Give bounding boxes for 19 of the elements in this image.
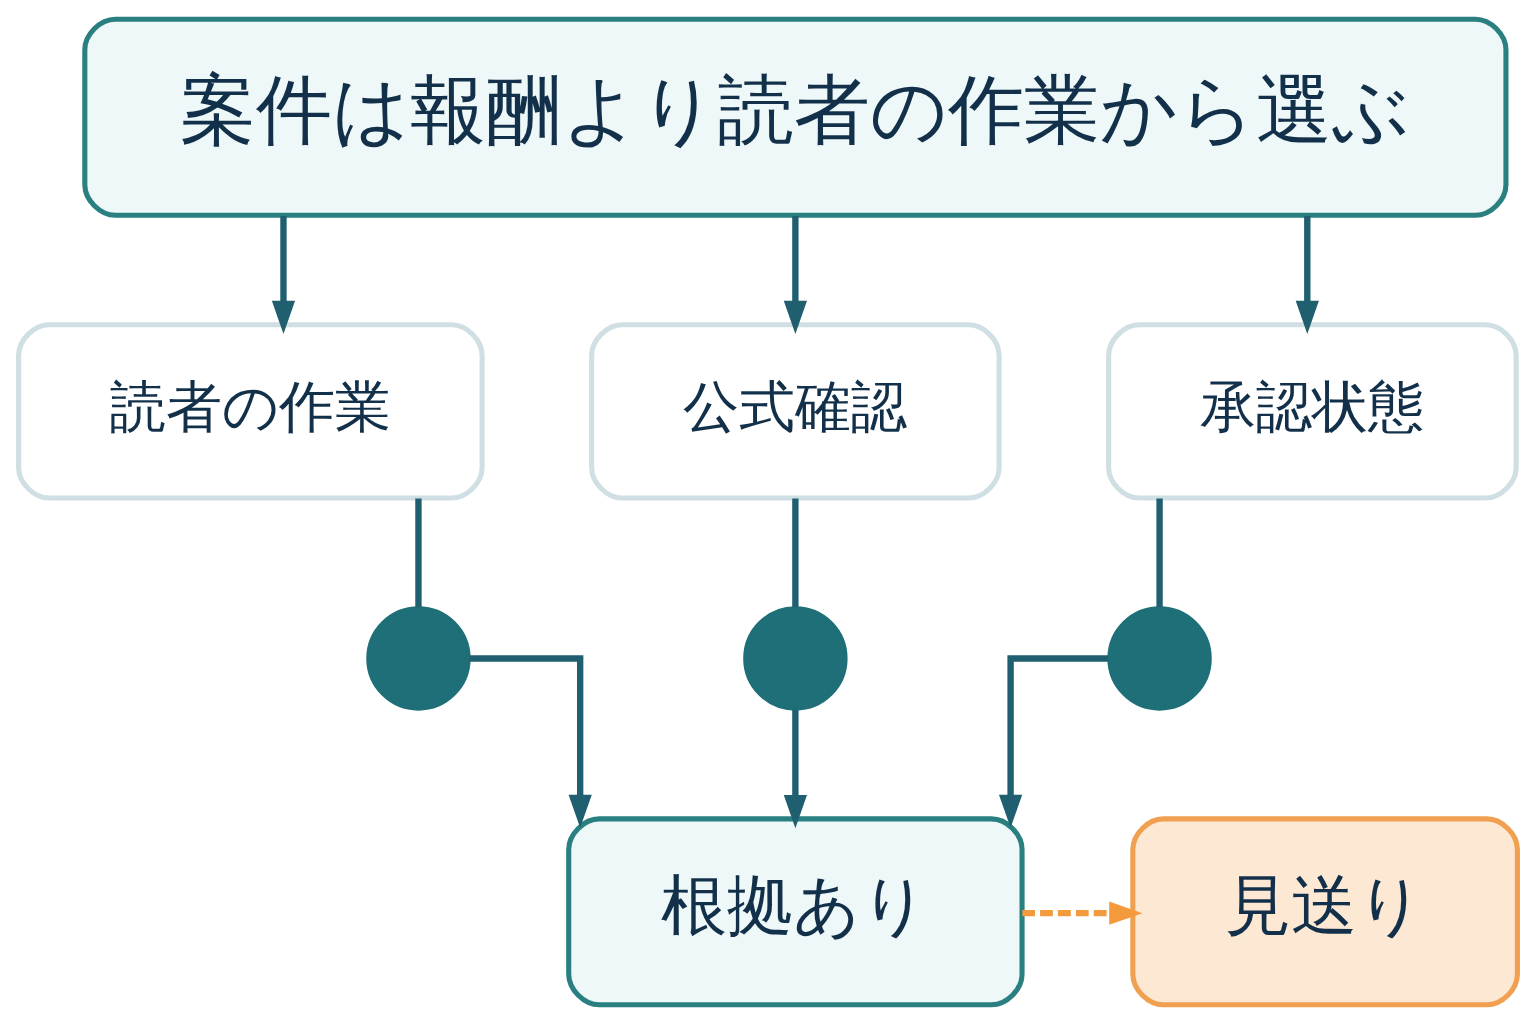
node-box: 案件は報酬より読者の作業から選ぶ [82,16,1509,218]
node-box: 見送り [1130,816,1520,1008]
arrow [469,655,592,828]
node-circle [366,606,471,711]
node-box: 公式確認 [589,322,1002,501]
arrow [783,709,807,829]
connector [1156,498,1163,608]
node-box: 承認状態 [1106,322,1519,501]
node-box: 読者の作業 [16,322,485,501]
connector [415,498,422,608]
arrow [271,216,296,334]
arrow [998,655,1109,828]
node-box: 根拠あり [566,816,1025,1008]
arrow [1295,216,1319,334]
node-circle [743,606,848,711]
node-circle [1107,606,1212,711]
connector [792,498,799,608]
arrow [783,216,807,334]
arrow [1022,901,1143,925]
